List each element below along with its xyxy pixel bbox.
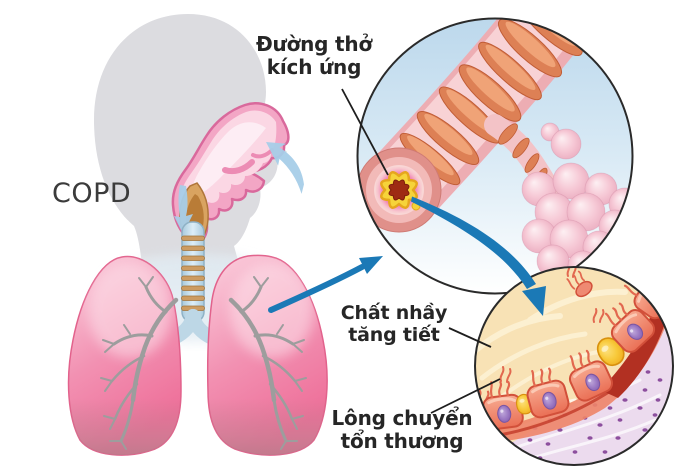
mucus-hypersecretion-label-line1: Chất nhầy bbox=[340, 302, 448, 324]
arrowhead bbox=[522, 286, 546, 316]
zoom-arrow-lung-to-airway bbox=[268, 256, 383, 313]
airway-cross-section bbox=[357, 147, 442, 233]
right-lung bbox=[206, 254, 328, 456]
airway-inset bbox=[356, 17, 634, 295]
mucus-hypersecretion-label-line2: tăng tiết bbox=[348, 324, 440, 347]
airway-callout-line bbox=[341, 88, 389, 176]
cell-fragment bbox=[565, 269, 593, 298]
irritated-airway-label-line1: Đường thở bbox=[256, 32, 372, 56]
epithelial-cells bbox=[460, 264, 679, 438]
left-lung bbox=[67, 255, 182, 456]
zoom-arrow-airway-to-tissue bbox=[411, 196, 546, 316]
copd-title: COPD bbox=[52, 178, 132, 209]
irritated-airway-label: Đường thở kích ứng bbox=[246, 32, 382, 80]
cilia-callout-line bbox=[430, 378, 501, 414]
callout-lines bbox=[341, 88, 501, 414]
mucus-callout-line bbox=[448, 327, 492, 348]
muscle-bands bbox=[399, 18, 583, 186]
tissue-inset-border bbox=[474, 266, 674, 466]
damaged-cilia-label-line2: tổn thương bbox=[340, 429, 464, 454]
nose-airflow-arrow-icon bbox=[266, 142, 304, 194]
damaged-cilia-label: Lông chuyển tổn thương bbox=[322, 406, 482, 454]
narrowed-lumen bbox=[388, 179, 410, 201]
lungs bbox=[67, 254, 328, 456]
detached-cilia bbox=[499, 267, 605, 383]
mucus-hypersecretion-label: Chất nhầy tăng tiết bbox=[336, 302, 452, 346]
damaged-cilia-label-line1: Lông chuyển bbox=[331, 406, 473, 430]
irritated-airway-label-line2: kích ứng bbox=[266, 55, 362, 80]
throat-airflow-arrow-icon bbox=[174, 185, 193, 234]
patient-figure bbox=[67, 14, 328, 456]
airway-inset-border bbox=[356, 17, 634, 295]
arrowhead bbox=[359, 256, 383, 274]
